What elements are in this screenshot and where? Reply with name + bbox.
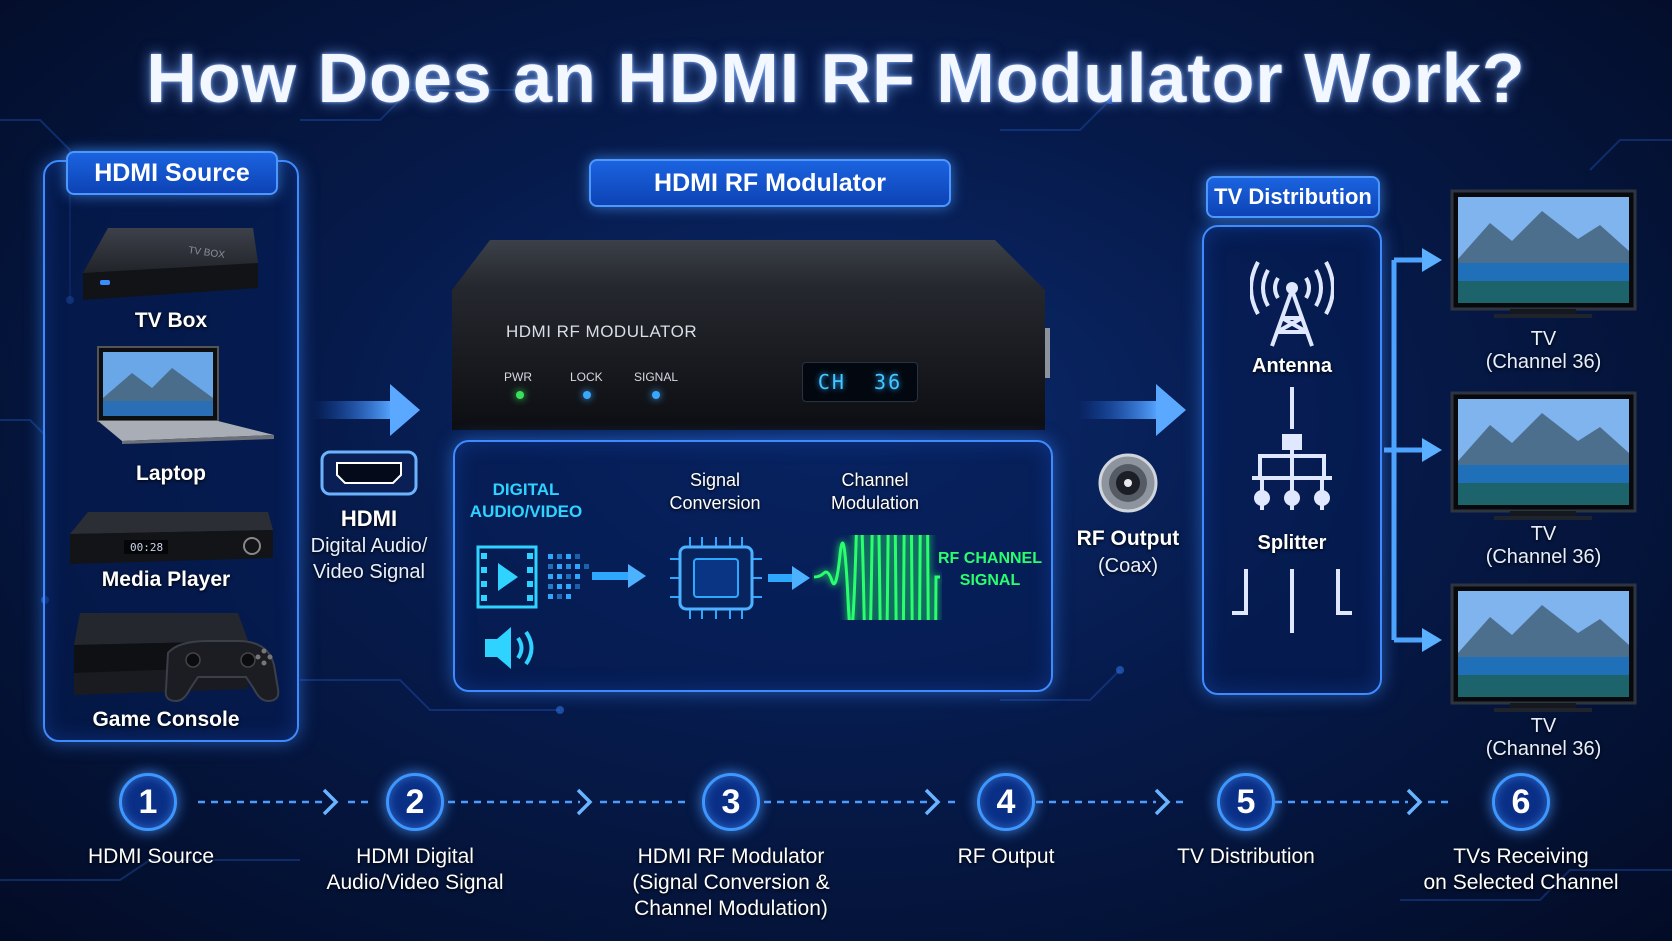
steps-connectors — [198, 788, 1450, 816]
device-label-game-console: Game Console — [92, 708, 240, 731]
step-3-label: HDMI RF Modulator (Signal Conversion & C… — [616, 844, 846, 922]
hdmi-source-header-label: HDMI Source — [94, 159, 250, 187]
processor-chip-icon — [670, 537, 762, 619]
hdmi-source-header: HDMI Source — [66, 151, 278, 195]
modulator-header: HDMI RF Modulator — [589, 159, 951, 207]
splitter-label: Splitter — [1257, 532, 1327, 554]
rf-waveform — [813, 535, 940, 620]
process-modulation-line1: Channel — [841, 470, 909, 490]
led-signal — [652, 391, 660, 399]
step-5-label: TV Distribution — [1150, 844, 1342, 870]
splitter-outputs — [1232, 569, 1352, 633]
arrow-to-modulation — [768, 566, 810, 590]
process-output-line1: RF CHANNEL — [938, 550, 1042, 567]
antenna-icon — [1250, 261, 1334, 347]
splitter-icon — [1252, 434, 1332, 510]
rf-output-sublabel: (Coax) — [1097, 555, 1158, 577]
tv-2-label: TV — [1530, 523, 1557, 545]
tv-2 — [1450, 391, 1637, 526]
tv-distribution-header-label: TV Distribution — [1214, 184, 1372, 209]
step-3-circle: 3 — [702, 773, 760, 831]
step-2-number: 2 — [405, 782, 425, 821]
step-6-circle: 6 — [1492, 773, 1550, 831]
device-label-tv-box: TV Box — [134, 309, 208, 332]
tv-3 — [1450, 583, 1637, 718]
data-stream-icon — [548, 554, 646, 599]
process-input-line1: DIGITAL — [492, 480, 560, 499]
step-5-line1: TV Distribution — [1177, 845, 1315, 868]
modulator-device-label: HDMI RF MODULATOR — [506, 322, 698, 341]
tv-3-channel: (Channel 36) — [1485, 738, 1602, 760]
device-label-media-player: Media Player — [101, 568, 231, 591]
tv-2-icon — [1450, 391, 1637, 520]
tv-distribution-header: TV Distribution — [1206, 176, 1380, 218]
laptop-icon — [97, 346, 274, 444]
modulator-header-label: HDMI RF Modulator — [654, 169, 886, 197]
media-player-icon: 00:28 — [70, 512, 273, 564]
media-player-display: 00:28 — [130, 541, 163, 554]
channel-display: CH 36 — [802, 362, 918, 402]
step-1-circle: 1 — [119, 773, 177, 831]
tv-1 — [1450, 189, 1637, 324]
step-3-number: 3 — [721, 782, 741, 821]
process-output-line2: SIGNAL — [959, 572, 1021, 589]
antenna-label: Antenna — [1252, 355, 1332, 377]
step-2-line2: Audio/Video Signal — [326, 871, 504, 894]
tv-3-icon — [1450, 583, 1637, 712]
led-lock-label: LOCK — [570, 370, 603, 384]
hdmi-link-subtitle-1: Digital Audio/ — [310, 535, 428, 557]
antenna-connector-line — [1290, 387, 1294, 429]
game-console-icon — [74, 613, 280, 703]
step-1-number: 1 — [138, 782, 158, 821]
step-1-line1: HDMI Source — [87, 845, 215, 868]
step-3-line2: (Signal Conversion & — [632, 871, 830, 894]
tv-1-channel: (Channel 36) — [1485, 351, 1602, 373]
process-conversion-line2: Conversion — [669, 493, 761, 513]
video-file-icon — [476, 545, 538, 609]
device-label-laptop: Laptop — [136, 462, 206, 485]
led-pwr — [516, 391, 524, 399]
step-4-line1: RF Output — [957, 845, 1055, 868]
process-conversion-line1: Signal — [689, 470, 741, 490]
step-5-number: 5 — [1236, 782, 1256, 821]
tv-box-icon: TV BOX — [83, 228, 258, 300]
step-2-label: HDMI Digital Audio/Video Signal — [306, 844, 524, 896]
step-4-number: 4 — [996, 782, 1016, 821]
step-6-line2: on Selected Channel — [1423, 871, 1619, 894]
step-5-circle: 5 — [1217, 773, 1275, 831]
tv-box-print: TV BOX — [188, 245, 226, 261]
step-6-label: TVs Receiving on Selected Channel — [1410, 844, 1632, 896]
step-2-circle: 2 — [386, 773, 444, 831]
page-title: How Does an HDMI RF Modulator Work? — [146, 39, 1526, 117]
step-3-line1: HDMI RF Modulator — [637, 845, 825, 868]
step-4-circle: 4 — [977, 773, 1035, 831]
coax-connector-icon — [1098, 453, 1158, 513]
tv-2-channel: (Channel 36) — [1485, 546, 1602, 568]
tv-1-label: TV — [1530, 328, 1557, 350]
step-4-label: RF Output — [920, 844, 1092, 870]
tv-3-label: TV — [1530, 715, 1557, 737]
step-3-line3: Channel Modulation) — [634, 897, 828, 920]
arrow-to-modulator — [312, 384, 420, 436]
led-lock — [583, 391, 591, 399]
hdmi-port-icon — [320, 450, 418, 496]
led-signal-label: SIGNAL — [634, 370, 679, 384]
process-input-line2: AUDIO/VIDEO — [469, 502, 583, 521]
arrow-to-distribution — [1078, 384, 1186, 436]
led-pwr-label: PWR — [504, 370, 532, 384]
speaker-icon — [485, 627, 534, 669]
process-modulation-line2: Modulation — [830, 493, 920, 513]
rf-output-label: RF Output — [1076, 527, 1180, 550]
step-1-label: HDMI Source — [58, 844, 244, 870]
modulator-device — [452, 240, 1050, 430]
hdmi-link-title: HDMI — [340, 506, 398, 531]
tv-1-icon — [1450, 189, 1637, 318]
step-6-number: 6 — [1511, 782, 1531, 821]
step-2-line1: HDMI Digital — [356, 845, 474, 868]
tv-branch-arrows — [1384, 248, 1442, 652]
step-6-line1: TVs Receiving — [1453, 845, 1589, 868]
hdmi-link-subtitle-2: Video Signal — [313, 561, 425, 583]
